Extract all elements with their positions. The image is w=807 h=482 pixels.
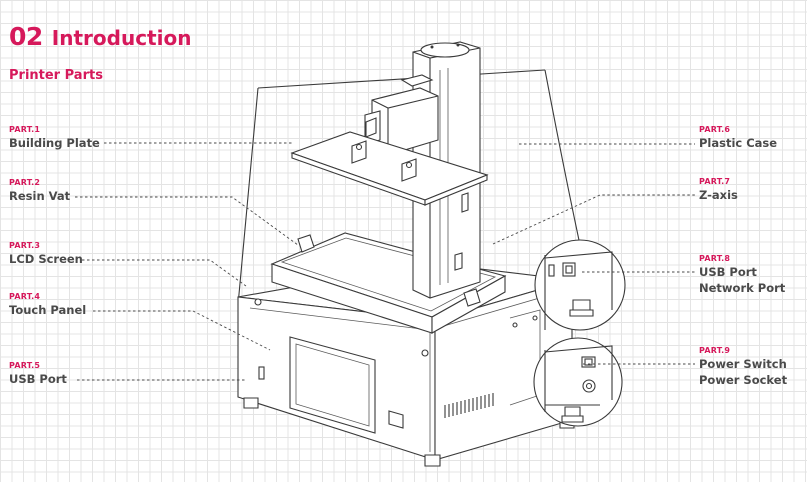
part-name: LCD Screen	[9, 252, 83, 266]
part-name: USB Port	[9, 372, 67, 386]
part-name: Building Plate	[9, 136, 100, 150]
section-subtitle: Printer Parts	[9, 68, 103, 83]
part-7-label: PART.7 Z-axis	[699, 177, 738, 203]
part-code: PART.5	[9, 361, 41, 370]
part-3-label: PART.3 LCD Screen	[9, 241, 83, 267]
section-number: 02	[9, 22, 43, 51]
part-6-label: PART.6 Plastic Case	[699, 125, 777, 151]
part-4-label: PART.4 Touch Panel	[9, 292, 86, 318]
resin-vat	[270, 232, 507, 334]
leader-lines	[75, 142, 695, 381]
part-1-label: PART.1 Building Plate	[9, 125, 100, 151]
part-name: Power Socket	[699, 373, 788, 387]
section-title: Introduction	[51, 26, 192, 50]
building-plate	[290, 131, 489, 206]
part-code: PART.6	[699, 125, 731, 134]
part-code: PART.9	[699, 346, 731, 355]
vent-grille	[444, 393, 494, 418]
part-code: PART.4	[9, 292, 41, 301]
part-code: PART.7	[699, 177, 731, 186]
part-code: PART.8	[699, 254, 731, 263]
part-8-label: PART.8 USB Port Network Port	[699, 254, 785, 296]
part-9-label: PART.9 Power Switch Power Socket	[699, 346, 787, 388]
part-name: Network Port	[699, 281, 786, 295]
part-name: Plastic Case	[699, 136, 778, 150]
part-code: PART.2	[9, 178, 41, 187]
part-code: PART.3	[9, 241, 41, 250]
part-2-label: PART.2 Resin Vat	[9, 178, 70, 204]
part-code: PART.1	[9, 125, 41, 134]
part-name: Touch Panel	[9, 303, 87, 317]
part-name: USB Port	[699, 265, 757, 279]
part-name: Z-axis	[699, 188, 738, 202]
zoom-usb-network	[534, 239, 626, 331]
part-5-label: PART.5 USB Port	[9, 361, 67, 387]
part-name: Power Switch	[699, 357, 787, 371]
part-name: Resin Vat	[9, 189, 71, 203]
section-heading: 02 Introduction	[9, 22, 191, 51]
zoom-power	[533, 337, 623, 427]
